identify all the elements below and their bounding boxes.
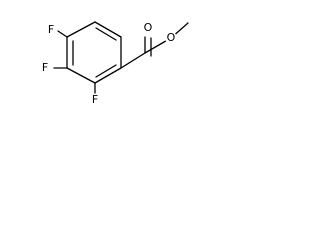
atom-label-f-bottom: F: [92, 93, 98, 106]
ring-inner-double-top-right: [95, 27, 117, 41]
bond-ring-to-carbonyl-carbon: [120, 52, 146, 69]
mask-o-ester: [165, 32, 177, 44]
atom-label-o-ester: O: [167, 31, 176, 44]
mask-f-middle: [39, 62, 51, 74]
benzene-ring: [66, 21, 122, 84]
ring-bond-bottom-left: [66, 67, 96, 84]
mask-f-bottom: [89, 94, 101, 106]
mask-o-carbonyl: [142, 22, 154, 34]
ring-inner-double-bottom-right: [95, 64, 117, 78]
atom-label-f-middle: F: [42, 61, 48, 74]
chemical-structure-diagram: F F F O O: [39, 21, 189, 106]
atom-label-f-top: F: [48, 23, 54, 36]
mask-f-top: [45, 24, 57, 36]
ring-bond-top-left: [66, 21, 96, 38]
atom-label-o-carbonyl: O: [144, 21, 153, 34]
structure-canvas: F F F O O: [0, 0, 195, 155]
bond-to-f-top: [57, 30, 68, 38]
ring-bond-bottom-right: [94, 67, 122, 84]
ring-bond-top-right: [94, 21, 122, 38]
